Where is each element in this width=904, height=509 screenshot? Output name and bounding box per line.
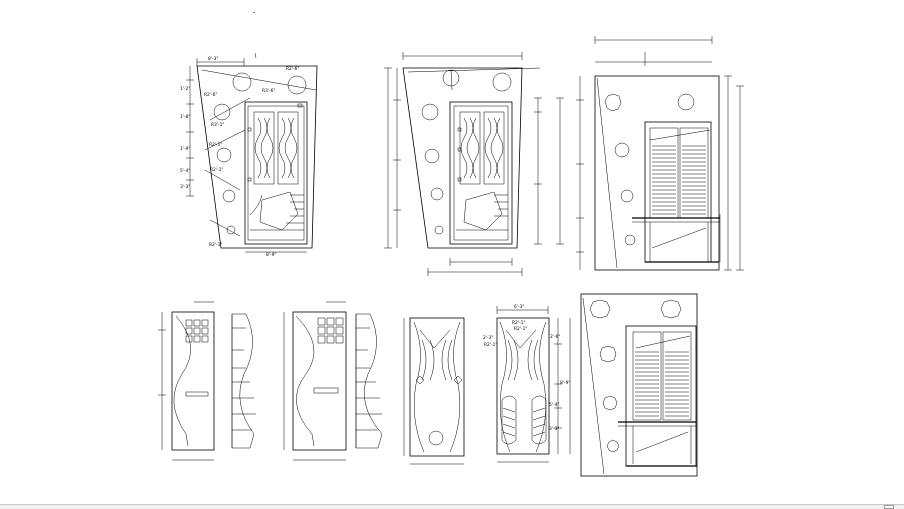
stray-mark (254, 52, 257, 59)
door-elevation-dimensioned-2 (384, 52, 564, 276)
door-elevation-wave-2 (283, 301, 383, 461)
dim-label: 8'-9" (266, 252, 276, 258)
dim-label: 3'-3" (549, 426, 559, 432)
dim-label: R2'-1" (484, 342, 497, 348)
dim-label: 1'-2" (180, 86, 190, 92)
stray-mark (252, 11, 256, 14)
dim-label: R2'-1" (512, 320, 525, 326)
dim-label: R2'-1" (514, 326, 527, 332)
dim-label: R2'-1" (209, 242, 222, 248)
door-elevation-carved (403, 317, 465, 465)
dim-label: 3'-3" (180, 184, 190, 190)
dim-label: 8'-3" (208, 56, 218, 62)
door-elevation-wave-1 (158, 301, 256, 461)
dim-label: 5'-4" (549, 402, 559, 408)
dim-label: R3'-6" (262, 88, 275, 94)
dim-label: R2'-6" (286, 66, 299, 72)
dim-label: R3'-1" (211, 122, 224, 128)
dim-label: R2'-1" (210, 167, 223, 173)
dim-label: 5'-4" (180, 168, 190, 174)
dim-label: 2'-3" (483, 335, 493, 341)
door-elevation-shutter-bottom (580, 293, 698, 477)
door-elevation-shutter-top (576, 36, 744, 271)
dim-label: 2'-6" (550, 334, 560, 340)
door-elevation-carved-dimensioned: 6'-3" 2'-3" R2'-1" R2'-1" R2'-1" (483, 304, 570, 463)
door-elevation-dimensioned-1: 8'-3" (180, 56, 318, 258)
dim-label: 1'-8" (180, 114, 190, 120)
dim-label: 8'-9" (560, 380, 570, 386)
dim-label: 6'-3" (514, 304, 524, 310)
dim-label: 1'-9" (180, 146, 190, 152)
horizontal-scrollbar[interactable] (0, 504, 904, 509)
dim-label: R2'-1" (209, 142, 222, 148)
dim-label: R2'-6" (204, 92, 217, 98)
scrollbar-corner (884, 505, 894, 509)
